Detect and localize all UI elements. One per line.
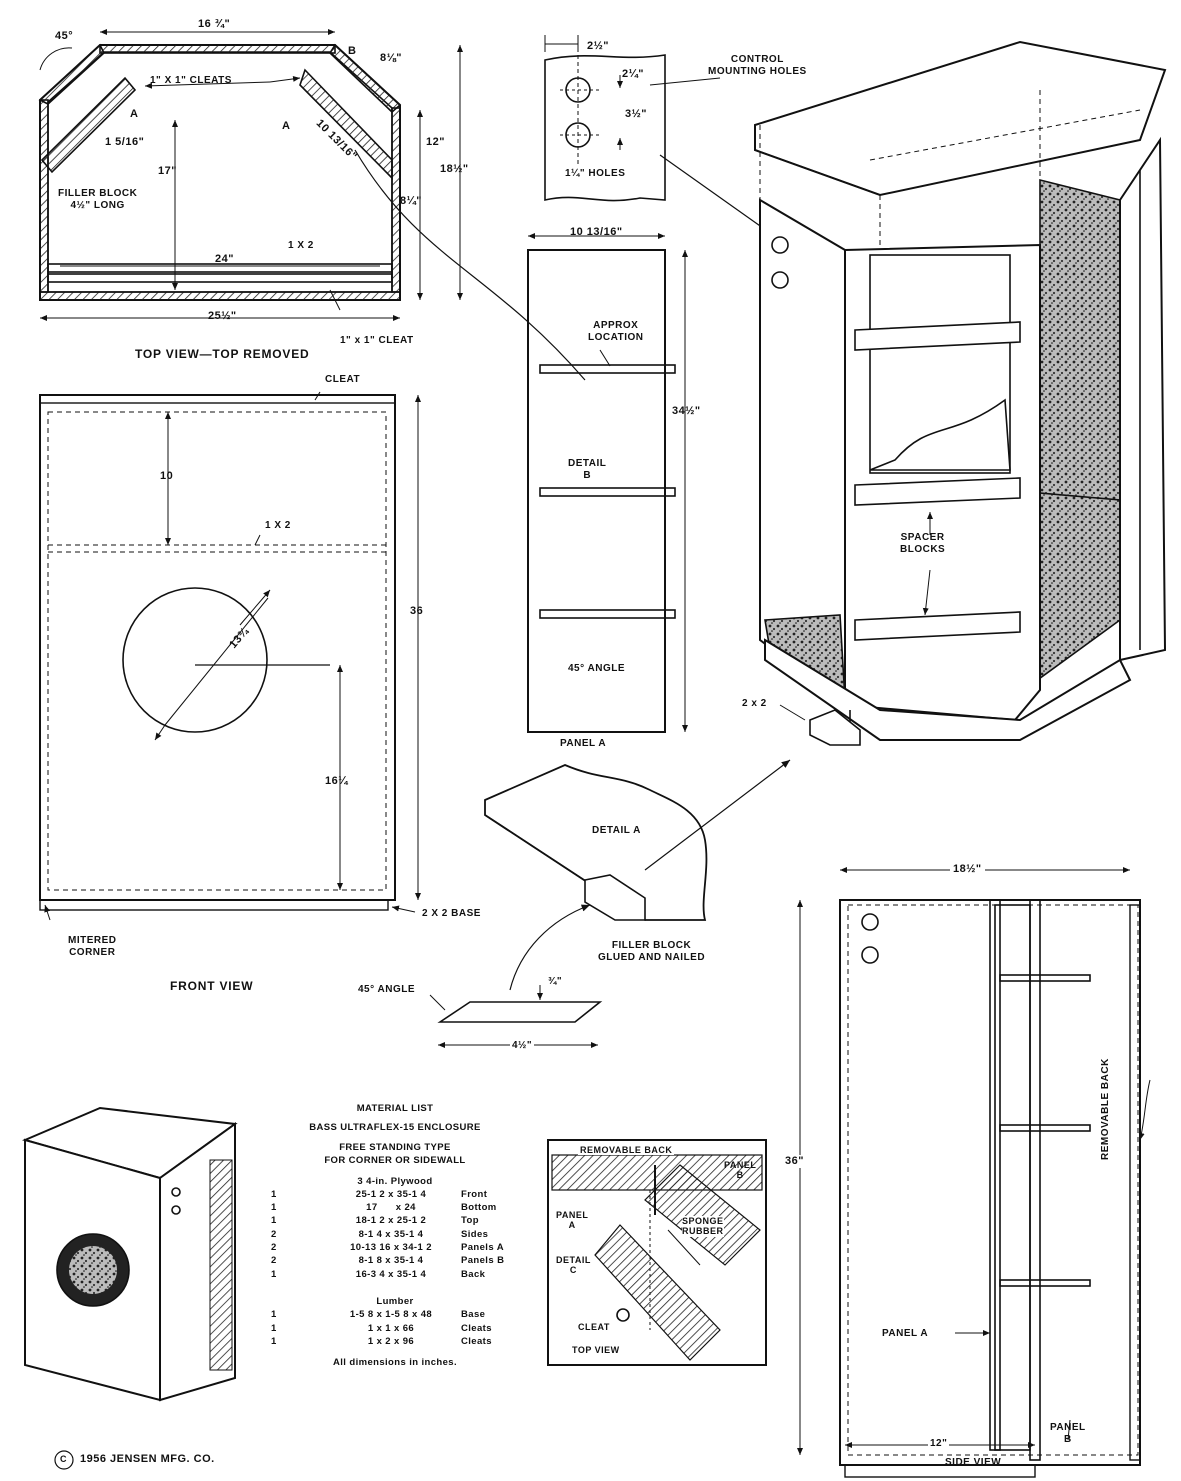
front-dim-10: 10 [160,470,174,482]
control-title: CONTROL MOUNTING HOLES [708,54,807,77]
mitered-corner-label: MITERED CORNER [68,935,117,958]
control-holes-label: 1¼" HOLES [565,168,626,179]
side-width-dim: 18½" [950,863,985,876]
panel-a-height-dim: 34½" [672,405,701,417]
panel-a-width-dim: 10 13/16" [570,226,623,238]
side-panel-b-label: PANEL B [1050,1422,1086,1445]
control-top-dim: 2½" [587,40,610,52]
control-side-dim: 3½" [625,108,648,120]
material-list-subtitle: BASS ULTRAFLEX-15 ENCLOSURE [309,1122,481,1134]
copyright-icon [54,1450,74,1470]
a-label-2: A [282,120,291,132]
dim-8q-label: 8¼" [400,195,423,207]
copyright-label: 1956 JENSEN MFG. CO. [80,1453,215,1465]
detail-a-thick: ¾" [548,976,563,987]
side-dim-12: 12" [928,1438,950,1450]
side-view-drawing [797,867,1151,1478]
front-cleat-label: CLEAT [325,374,361,385]
small-dim-label: 1 5/16" [105,136,145,148]
removable-back-label: REMOVABLE BACK [1100,1058,1111,1160]
a-label-1: A [130,108,139,120]
front-view-caption: FRONT VIEW [170,979,254,993]
material-list-type: FREE STANDING TYPE FOR CORNER OR SIDEWAL… [324,1141,466,1166]
detail-c-sponge: SPONGE RUBBER [682,1216,724,1237]
approx-location-label: APPROX LOCATION [588,320,644,343]
detail-a-drawing [429,759,791,1048]
isometric-drawing [754,40,1167,746]
detail-b-label: DETAIL B [568,458,607,481]
plywood-header: 3 4-in. Plywood [357,1175,433,1187]
iso-base-label: 2 x 2 [742,698,767,709]
detail-c-cleat: CLEAT [578,1322,610,1332]
panel-a-drawing [527,233,688,733]
detail-a-angle: 45° ANGLE [358,984,416,995]
depth-label: 18½" [440,163,469,175]
cleat-bottom-label: 1" x 1" CLEAT [340,335,414,346]
cleats-label: 1" X 1" CLEATS [150,75,232,86]
front-dim-16: 16¼ [325,775,348,787]
dimensions-note: All dimensions in inches. [332,1357,458,1369]
detail-c-top-view: TOP VIEW [572,1345,620,1355]
detail-c-title: DETAIL C [556,1255,591,1276]
detail-c-panel-a: PANEL A [556,1210,589,1231]
small-iso-drawing [21,1106,238,1402]
filler-block-label: FILLER BLOCK 4½" LONG [58,188,138,211]
dim-24-label: 24" [215,253,234,265]
spacer-blocks-label: SPACER BLOCKS [900,532,946,555]
panel-a-angle-label: 45° ANGLE [568,663,626,674]
front-dim-36: 36 [410,605,424,617]
dim-25-label: 25½" [208,310,237,322]
dim-12-label: 12" [426,136,445,148]
detail-c-panel-b: PANEL B [724,1160,757,1181]
material-list: MATERIAL LIST BASS ULTRAFLEX-15 ENCLOSUR… [265,1102,531,1369]
front-base-label: 2 X 2 BASE [422,908,481,919]
side-view-caption: SIDE VIEW [945,1457,1002,1468]
detail-a-title: DETAIL A [592,825,641,836]
detail-c-removable-back: REMOVABLE BACK [578,1145,675,1156]
top-side-dim: 8⅛" [380,52,403,64]
side-panel-a-label: PANEL A [882,1328,929,1339]
panel-a-caption: PANEL A [560,738,607,749]
front-view-drawing [39,391,421,921]
inner-depth-label: 17" [158,165,177,177]
detail-a-len: 4½" [510,1040,535,1052]
side-height-dim: 36" [785,1155,804,1168]
detail-c-drawing [547,1139,767,1366]
front-1x2-label: 1 X 2 [265,520,291,531]
top-b-label: B [348,45,357,57]
material-list-title: MATERIAL LIST [356,1103,434,1114]
lumber-header: Lumber [376,1295,414,1307]
filler-glued-label: FILLER BLOCK GLUED AND NAILED [598,940,706,963]
copyright-c: C [60,1454,67,1464]
top-width-label: 16 ¾" [198,18,231,30]
top-view-drawing [38,29,586,381]
control-spacing-dim: 2¼" [622,68,645,80]
top-1x2-label: 1 X 2 [288,240,314,251]
top-view-caption: TOP VIEW—TOP REMOVED [135,347,310,361]
top-angle-label: 45° [55,30,74,42]
